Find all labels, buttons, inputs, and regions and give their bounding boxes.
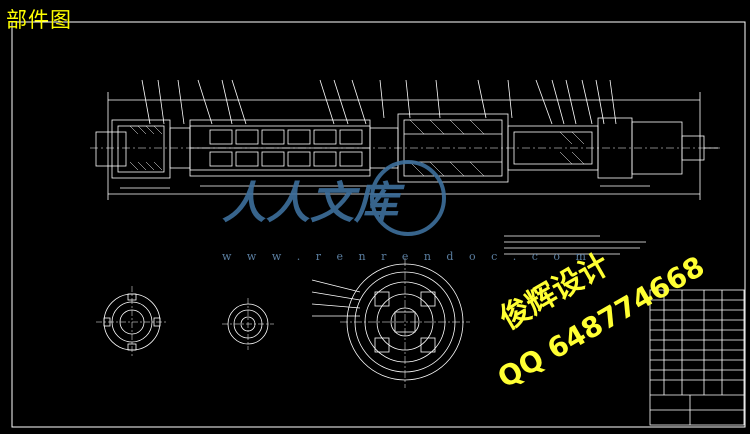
watermark-logo: 人人文库 <box>222 160 446 236</box>
section-view-main <box>311 258 470 388</box>
page-title: 部件图 <box>6 8 72 32</box>
watermark-site: w w w . r e n r e n d o c . c o m <box>222 250 592 263</box>
hatch-pattern <box>129 119 585 177</box>
title-block <box>649 289 745 426</box>
section-view-left <box>96 286 168 358</box>
drawing-frame <box>11 21 746 428</box>
assembly-main-view <box>90 79 720 200</box>
technical-notes <box>504 235 646 255</box>
section-view-middle <box>222 298 274 350</box>
watermark-brand-text: 人人文库 <box>222 178 405 229</box>
